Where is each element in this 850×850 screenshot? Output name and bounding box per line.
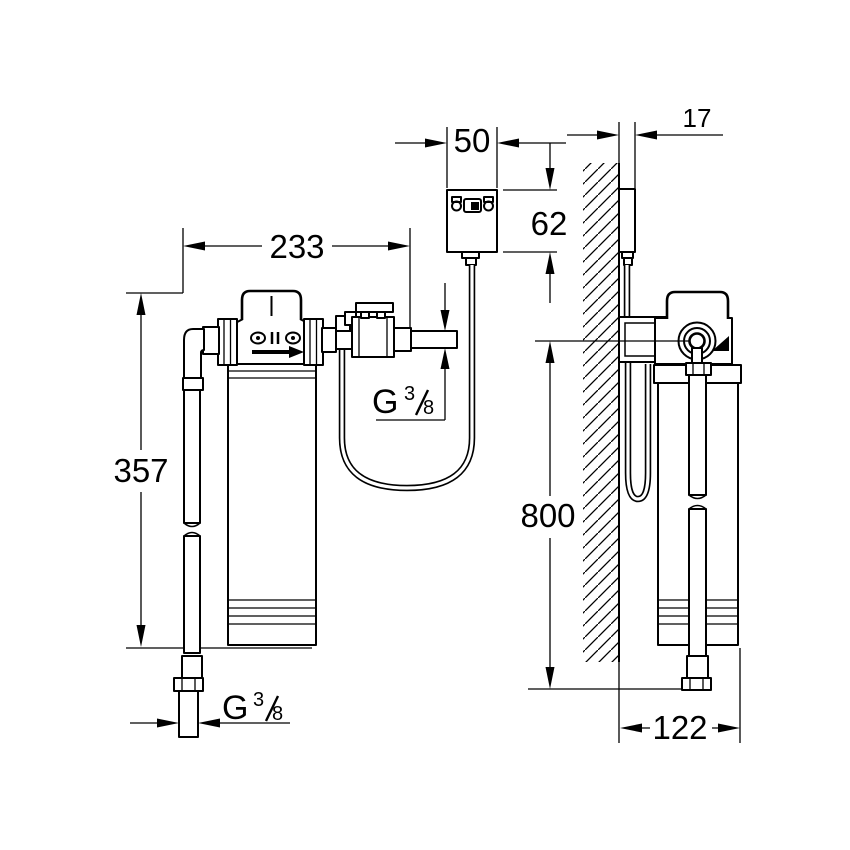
control-box-side	[618, 188, 636, 317]
dimension-lines	[126, 122, 741, 743]
hose-thread-denominator: 8	[272, 703, 283, 725]
dimension-labels: 233 50 17 62 357 800 122 G 3 8 G 3 8	[113, 103, 711, 746]
right-flange	[303, 318, 324, 366]
hose-collar	[182, 377, 204, 391]
control-box-display	[451, 196, 494, 213]
side-cable-loop	[624, 362, 652, 503]
side-hose-crimp	[686, 655, 709, 679]
filter-cartridge	[227, 363, 317, 646]
outlet-thread-denominator: 8	[423, 397, 434, 419]
label-hose-thread: G 3 8	[222, 689, 283, 727]
dim-hose-thread	[130, 718, 290, 728]
side-hose-nut	[681, 677, 712, 691]
dim-filter-height	[126, 292, 312, 649]
hose-break-bottom	[183, 531, 201, 537]
display-cursor-icon	[471, 202, 479, 210]
wall-hatching	[583, 163, 619, 662]
label-control-box-height: 62	[531, 205, 568, 242]
flow-arrow-icon	[252, 346, 304, 358]
side-view	[583, 163, 742, 691]
inlet-hose	[173, 326, 220, 738]
hose-thread-numerator: 3	[253, 689, 264, 711]
dim-assembly-width	[182, 228, 411, 330]
control-box	[446, 189, 498, 266]
solenoid-valve-assembly	[321, 302, 458, 358]
hose-thread-letter: G	[222, 689, 248, 727]
side-hose-break-top	[688, 494, 707, 500]
front-view	[173, 189, 498, 738]
outlet-thread-slash	[414, 389, 430, 416]
valve-outlet-fitting	[393, 327, 412, 352]
valve-plug-plate	[355, 302, 394, 313]
hose-upper	[183, 389, 201, 524]
outlet-thread-numerator: 3	[404, 383, 415, 405]
hose-stub	[691, 347, 703, 365]
elbow	[183, 328, 205, 379]
dim-control-box-height	[503, 143, 557, 303]
label-assembly-width: 233	[269, 228, 324, 265]
head-markings	[250, 331, 304, 358]
display-screen-icon	[463, 198, 482, 213]
unlock-icon	[250, 331, 266, 345]
left-flange	[217, 318, 238, 366]
index-marks	[270, 332, 280, 344]
label-assembly-depth: 122	[652, 709, 707, 746]
label-filter-height: 357	[113, 452, 168, 489]
wall	[583, 163, 620, 662]
hose-end-tube	[178, 690, 199, 738]
label-hose-length: 800	[520, 497, 575, 534]
valve-body	[351, 316, 395, 358]
head-shadow-wedge	[712, 336, 729, 351]
side-hose-break-bottom	[688, 504, 707, 510]
side-hose-lower	[688, 508, 707, 657]
hose-hex	[685, 362, 712, 376]
lock-icon	[285, 331, 301, 345]
hose-break-top	[183, 522, 201, 528]
dim-control-box-width	[395, 127, 566, 188]
head-outlet-fitting	[321, 327, 337, 353]
dim-wall-clearance	[567, 122, 723, 188]
left-knob-icon	[451, 200, 462, 212]
dim-outlet-thread	[376, 283, 450, 421]
hose-nut	[173, 677, 204, 692]
side-hose	[681, 347, 712, 691]
dim-hose-length	[528, 341, 690, 690]
outlet-pipe	[410, 330, 458, 349]
label-control-box-width: 50	[454, 122, 491, 159]
head-cap-side	[665, 290, 730, 319]
cable-gland-tip	[465, 257, 477, 266]
label-outlet-thread: G 3 8	[372, 383, 434, 421]
label-wall-clearance: 17	[683, 103, 712, 133]
right-knob-icon	[483, 200, 494, 212]
hose-lower	[183, 535, 201, 654]
filter-head	[217, 289, 324, 366]
connecting-pipe	[335, 330, 353, 350]
inlet-fitting	[202, 326, 220, 355]
dim-assembly-depth	[618, 648, 741, 743]
side-hose-upper	[688, 374, 707, 496]
hose-crimp	[181, 655, 203, 679]
hose-thread-slash	[264, 695, 280, 722]
outlet-thread-letter: G	[372, 383, 398, 421]
